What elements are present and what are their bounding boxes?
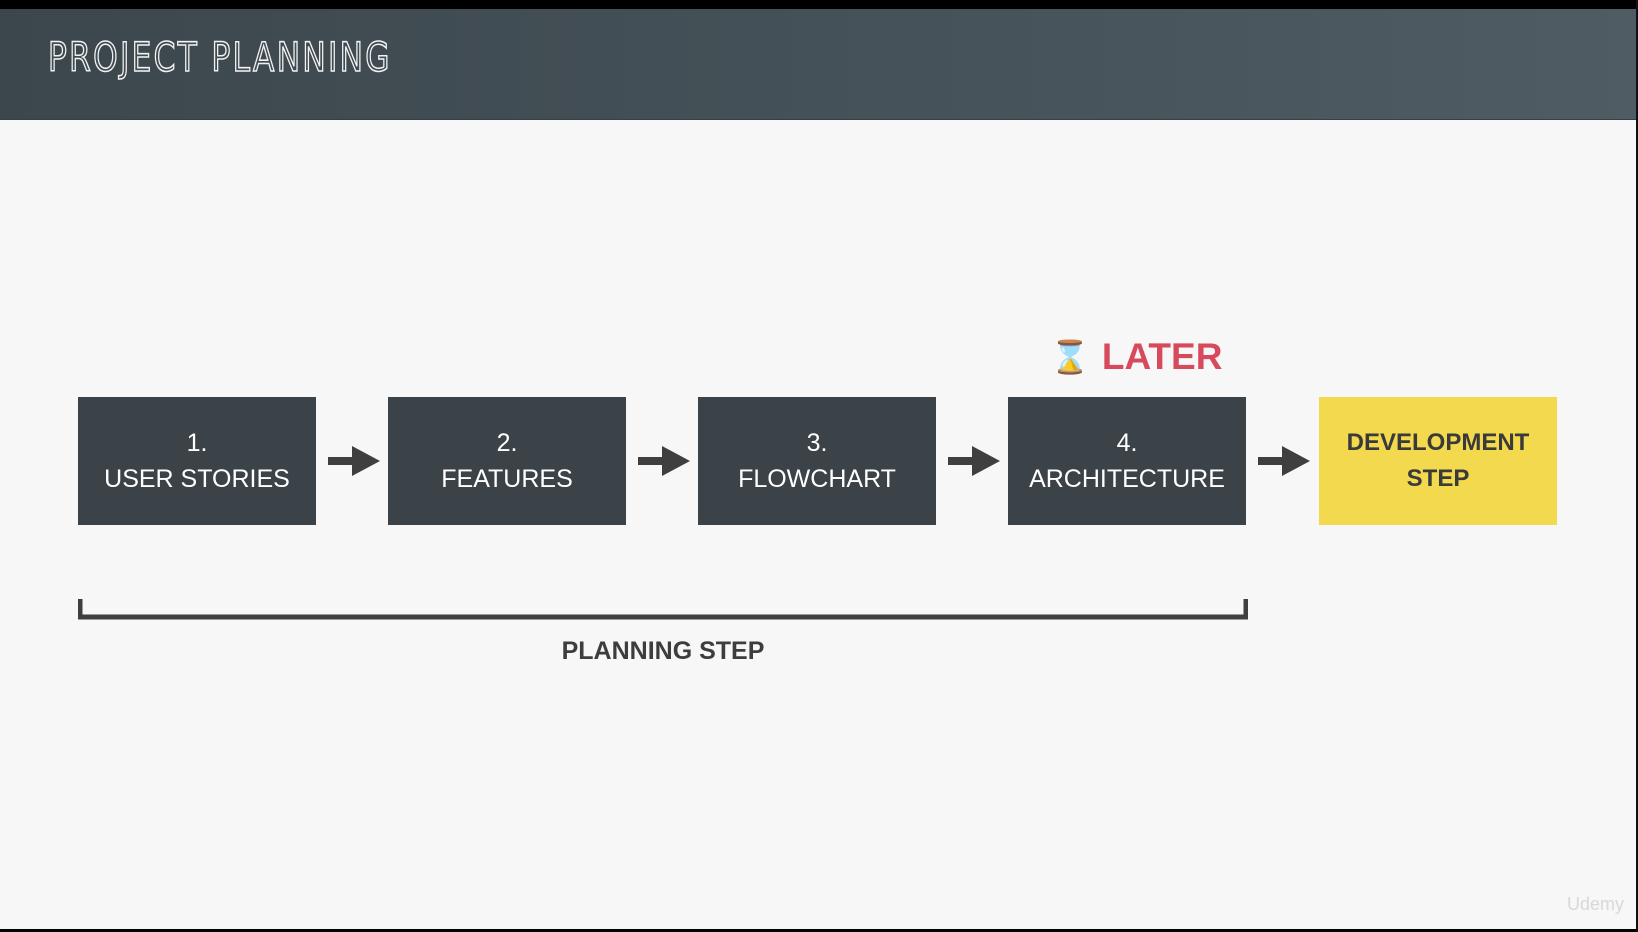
step-label: FLOWCHART <box>738 465 896 493</box>
step-number: 3. <box>806 429 828 457</box>
later-label: LATER <box>1101 336 1223 377</box>
header-bar: PROJECT PLANNING <box>0 9 1638 120</box>
step-label: FEATURES <box>441 465 573 493</box>
planning-bracket <box>78 599 1248 620</box>
udemy-watermark: Udemy <box>1566 894 1624 914</box>
arrow-right-icon <box>948 446 1000 476</box>
hourglass-icon: ⌛ <box>1050 339 1090 375</box>
development-line-2: STEP <box>1406 465 1470 492</box>
frame-edge <box>1636 0 1638 932</box>
step-number: 2. <box>496 429 518 457</box>
step-architecture: 4. ARCHITECTURE <box>1008 397 1246 525</box>
step-number: 1. <box>186 429 208 457</box>
arrow-right-icon <box>638 446 690 476</box>
page-title: PROJECT PLANNING <box>47 34 392 82</box>
step-label: USER STORIES <box>104 465 290 493</box>
step-number: 4. <box>1116 429 1138 457</box>
planning-step-label: PLANNING STEP <box>561 637 765 665</box>
step-flowchart: 3. FLOWCHART <box>698 397 936 525</box>
arrow-right-icon <box>1258 446 1310 476</box>
step-label: ARCHITECTURE <box>1029 465 1225 493</box>
slide: PROJECT PLANNING ⌛ LATER 1. USER STORIES… <box>0 9 1638 929</box>
step-features: 2. FEATURES <box>388 397 626 525</box>
arrow-right-icon <box>328 446 380 476</box>
step-user-stories: 1. USER STORIES <box>78 397 316 525</box>
later-note: ⌛ LATER <box>1050 336 1222 378</box>
development-step-box: DEVELOPMENT STEP <box>1319 397 1557 525</box>
development-line-1: DEVELOPMENT <box>1346 429 1530 456</box>
